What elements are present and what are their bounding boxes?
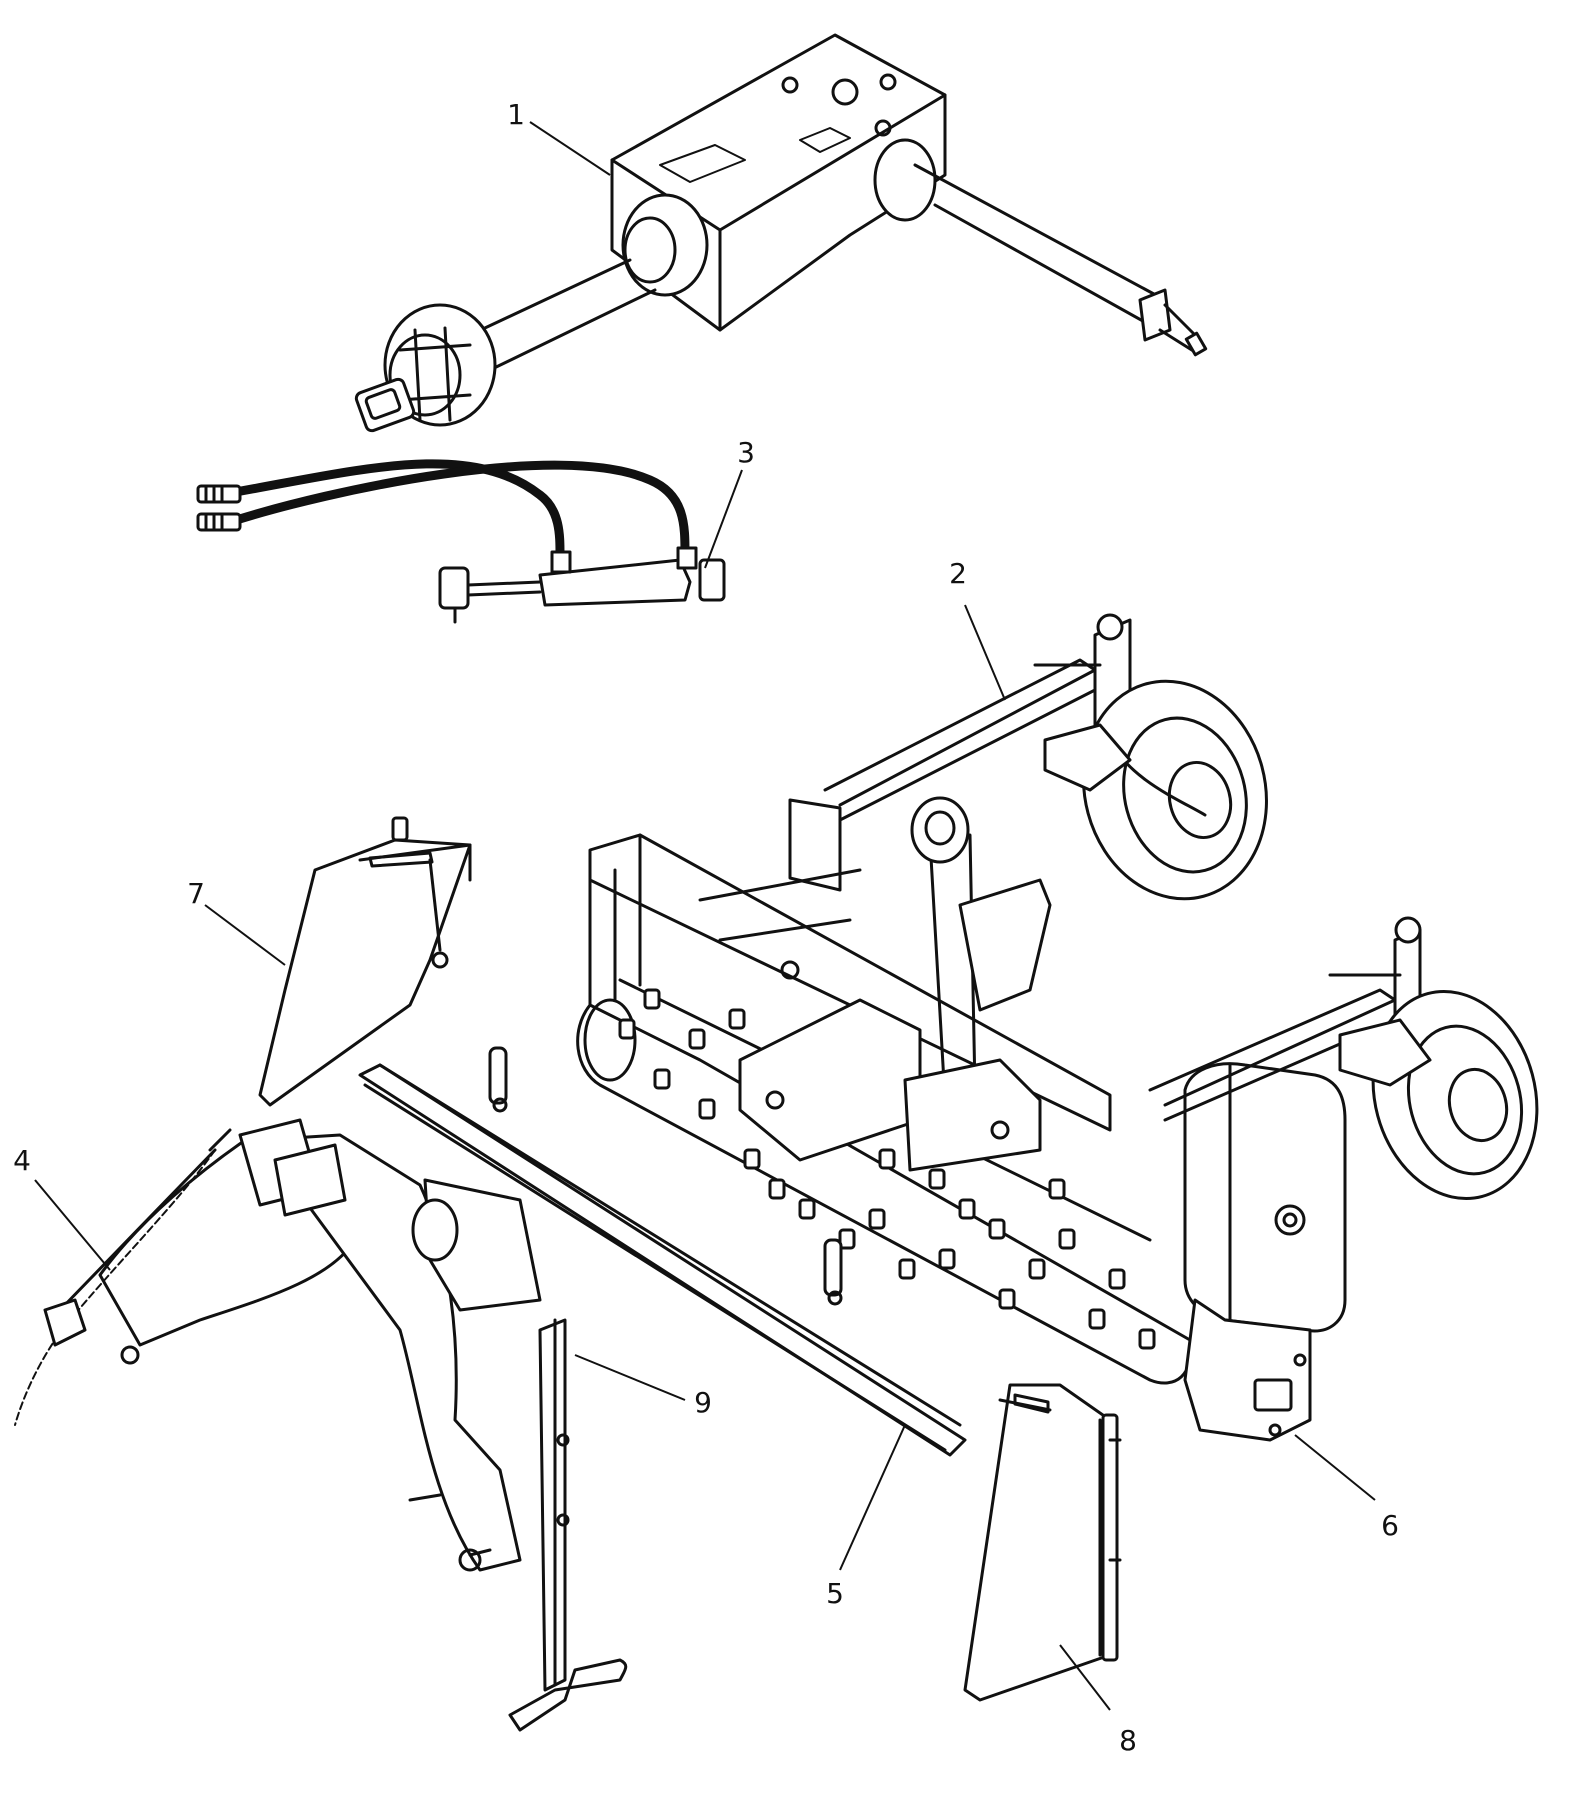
callout-leaders <box>34 121 1376 1711</box>
callout-7: 7 <box>187 877 205 910</box>
callout-5: 5 <box>826 1577 844 1610</box>
callout-3: 3 <box>737 436 755 469</box>
callout-9: 9 <box>694 1386 712 1419</box>
part-2-wheel-arm <box>788 613 1268 901</box>
part-4-hitch-frame <box>14 1118 542 1572</box>
part-9-support-stand <box>508 1318 628 1732</box>
part-3-hydraulic-cylinder <box>196 459 726 624</box>
part-2-wheel-assembly-right <box>1148 916 1539 1201</box>
part-5-leveling-bar <box>358 1046 967 1457</box>
callout-4: 4 <box>13 1144 31 1177</box>
part-6-rotor-frame <box>576 796 1347 1442</box>
rotor-tines <box>618 988 1156 1350</box>
callout-1: 1 <box>507 98 525 131</box>
callout-2: 2 <box>949 557 967 590</box>
callout-6: 6 <box>1381 1509 1399 1542</box>
part-1-gearbox-driveshaft <box>354 33 1208 433</box>
part-7-side-plate <box>258 816 472 1107</box>
part-8-side-plate <box>963 1383 1122 1702</box>
callout-8: 8 <box>1119 1724 1137 1757</box>
